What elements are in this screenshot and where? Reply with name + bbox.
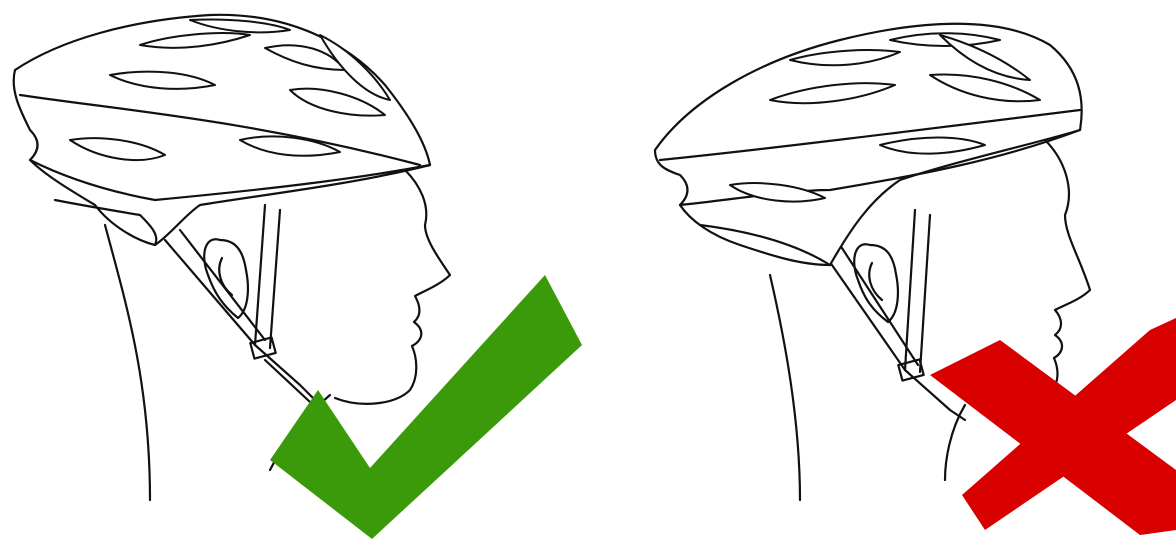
front-strap <box>255 205 265 345</box>
cross-icon <box>930 318 1176 535</box>
face-profile <box>1045 140 1090 392</box>
ear <box>854 244 898 322</box>
rear-strap <box>825 255 965 420</box>
ear <box>204 239 248 318</box>
rear-strap <box>165 240 315 400</box>
panel-correct-fit <box>14 15 582 539</box>
neck-outline <box>105 225 150 500</box>
helmet-shell <box>14 15 430 245</box>
throat-outline <box>945 405 965 480</box>
front-strap <box>905 210 915 370</box>
panel-incorrect-fit <box>655 24 1176 535</box>
face-profile <box>335 170 450 404</box>
check-icon <box>270 275 582 539</box>
strap-buckle <box>250 337 275 358</box>
neck-outline <box>770 275 800 500</box>
